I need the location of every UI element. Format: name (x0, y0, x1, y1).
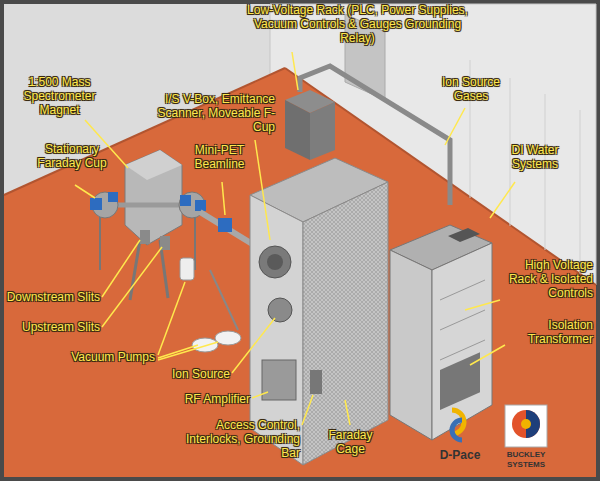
high-voltage-rack (390, 225, 492, 440)
vacuum-pumps (180, 258, 194, 280)
leader-line (302, 395, 313, 425)
leader-line (75, 185, 95, 198)
callout-label: Faraday Cage (318, 428, 383, 456)
leader-line (102, 240, 140, 297)
callout-label: RF Amplifier (160, 392, 250, 406)
mass-spectrometer (125, 150, 182, 245)
callout-label: Stationary Faraday Cup (28, 142, 116, 170)
mass-spectrometer (99, 215, 101, 270)
logos (452, 420, 462, 440)
callout-label: Low-Voltage Rack (PLC, Power Supplies, V… (245, 3, 470, 45)
faraday-cage-cabinet (267, 254, 283, 270)
logos (505, 405, 547, 447)
mass-spectrometer (90, 150, 262, 300)
leader-line (75, 52, 515, 425)
callout-label: Vacuum Pumps (55, 350, 155, 364)
callout-label: Ion Source (160, 367, 230, 381)
room (4, 68, 596, 477)
callout-label: 1:500 Mass Spectrometer Magnet (12, 75, 107, 117)
leader-line (158, 342, 218, 360)
high-voltage-rack (432, 243, 492, 440)
low-voltage-rack (285, 100, 310, 160)
logo-text: D-Pace (430, 448, 490, 462)
vacuum-pumps (180, 258, 241, 352)
leader-line (292, 52, 298, 90)
callout-label: Upstream Slits (5, 320, 100, 334)
mass-spectrometer (130, 240, 140, 300)
leader-line (445, 108, 465, 145)
leader-line (465, 300, 500, 310)
callout-label: I/S V-Box, Emittance Scanner, Moveable F… (150, 92, 275, 134)
logos (521, 419, 531, 429)
mass-spectrometer (140, 230, 150, 244)
callout-label: DI Water Systems (496, 143, 574, 171)
low-voltage-rack (310, 102, 335, 160)
high-voltage-rack (390, 250, 432, 440)
room (4, 68, 285, 195)
high-voltage-rack (440, 280, 485, 300)
callout-label: Ion Source Gases (432, 75, 510, 103)
high-voltage-rack (440, 352, 480, 410)
mass-spectrometer (90, 198, 102, 210)
faraday-cage-cabinet (268, 298, 292, 322)
room (4, 4, 596, 477)
leader-line (222, 182, 225, 215)
high-voltage-rack (440, 310, 485, 330)
leader-line (470, 345, 505, 365)
room (545, 94, 546, 250)
high-voltage-rack (448, 228, 480, 242)
callout-label: Downstream Slits (5, 290, 100, 304)
mass-spectrometer (195, 200, 206, 211)
leader-line (490, 182, 515, 218)
mass-spectrometer (125, 150, 182, 180)
leader-line (345, 400, 350, 425)
mass-spectrometer (180, 195, 191, 206)
callout-label: Mini-PET Beamline (182, 143, 257, 171)
room (580, 110, 581, 274)
leader-line (158, 345, 198, 358)
leader-line (252, 392, 268, 398)
faraday-cage-cabinet (259, 246, 291, 278)
vacuum-pumps (210, 270, 238, 330)
room (4, 4, 596, 477)
faraday-cage-cabinet (303, 182, 388, 465)
logos (452, 405, 547, 447)
mass-spectrometer (108, 192, 118, 202)
leader-line (102, 247, 162, 327)
callout-label: Isolation Transformer (505, 318, 593, 346)
leader-line (255, 140, 270, 240)
leader-line (158, 282, 185, 355)
mass-spectrometer (218, 218, 232, 232)
faraday-cage-cabinet (310, 370, 322, 394)
callout-label: Access Control, Interlocks, Grounding Ba… (170, 418, 300, 460)
callout-label: High Voltage Rack & Isolated Controls (500, 258, 593, 300)
logo-text: BUCKLEY SYSTEMS (498, 450, 554, 470)
leader-line (232, 318, 275, 373)
room (510, 78, 511, 226)
vacuum-pumps (215, 331, 241, 345)
faraday-cage-cabinet (262, 360, 296, 400)
logos (512, 410, 540, 438)
